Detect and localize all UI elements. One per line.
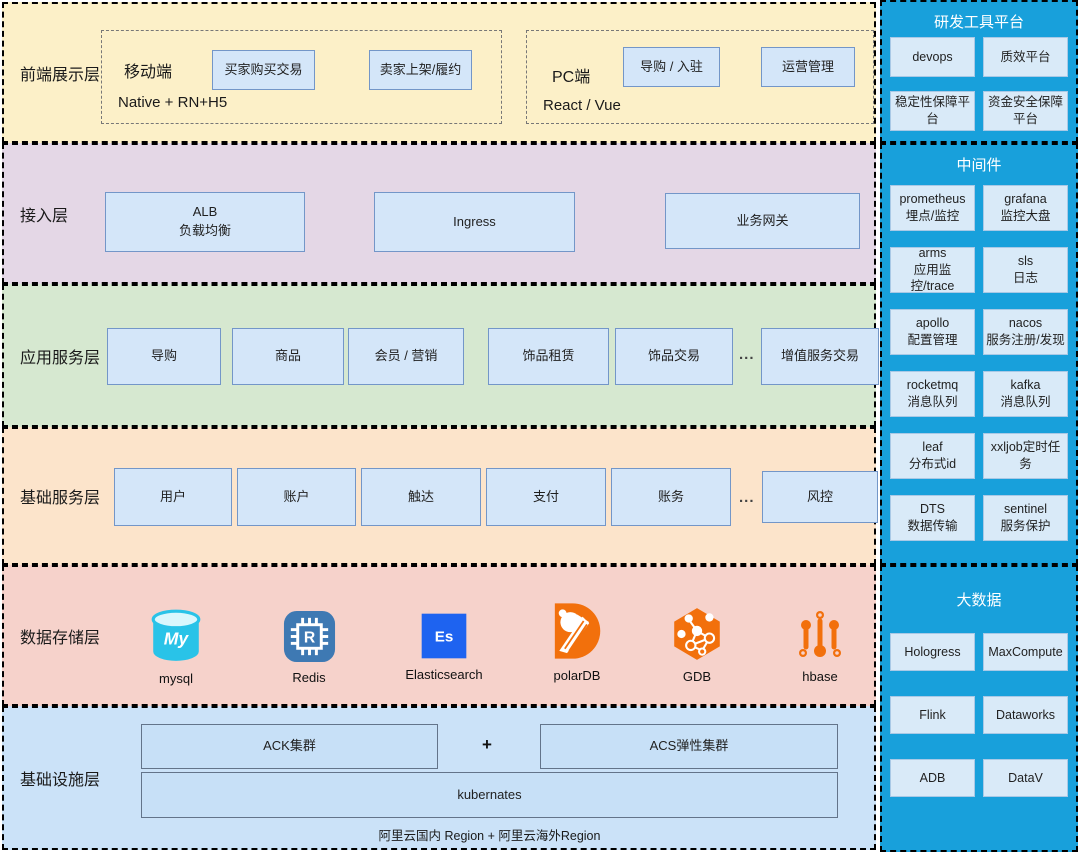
devtool-box-quality: 质效平台 xyxy=(983,37,1068,77)
mw-box-dts: DTS 数据传输 xyxy=(890,495,975,541)
pc-group-title: PC端 xyxy=(552,69,591,86)
node-member-marketing: 会员 / 营销 xyxy=(348,328,464,385)
panel-middleware: 中间件 prometheus 埋点/监控 grafana 监控大盘 arms 应… xyxy=(880,143,1078,565)
layer-frontend: 前端展示层 移动端 Native + RN+H5 买家购买交易 卖家上架/履约 … xyxy=(2,2,876,143)
node-vas-trade: 增值服务交易 xyxy=(761,328,879,385)
svg-text:R: R xyxy=(303,629,315,646)
storage-item-mysql: My mysql xyxy=(128,607,224,686)
bigdata-grid: Hologress MaxCompute Flink Dataworks ADB… xyxy=(882,633,1076,797)
bd-box-adb: ADB xyxy=(890,759,975,797)
plus-sign: + xyxy=(482,735,492,754)
node-buyer-trade: 买家购买交易 xyxy=(212,50,315,90)
layer-base-label: 基础服务层 xyxy=(20,490,101,507)
storage-item-hbase: hbase xyxy=(772,607,868,684)
node-risk: 风控 xyxy=(762,471,878,523)
node-ops-manage: 运营管理 xyxy=(761,47,855,87)
storage-item-elasticsearch: Es Elasticsearch xyxy=(396,611,492,682)
panel-dev-tools-title: 研发工具平台 xyxy=(933,14,1024,31)
layer-app: 应用服务层 导购 商品 会员 / 营销 饰品租赁 饰品交易 ... 增值服务交易 xyxy=(2,284,879,427)
node-user: 用户 xyxy=(114,468,232,526)
layer-infra: 基础设施层 ACK集群 + ACS弹性集群 kubernates 阿里云国内 R… xyxy=(2,706,876,850)
svg-text:My: My xyxy=(164,628,190,648)
mw-box-prometheus: prometheus 埋点/监控 xyxy=(890,185,975,231)
layer-base: 基础服务层 用户 账户 触达 支付 账务 ... 风控 xyxy=(2,427,878,565)
layer-access: 接入层 ALB 负载均衡 Ingress 业务网关 xyxy=(2,143,876,284)
bd-box-datav: DataV xyxy=(983,759,1068,797)
middleware-grid: prometheus 埋点/监控 grafana 监控大盘 arms 应用监控/… xyxy=(882,185,1076,541)
layer-infra-label: 基础设施层 xyxy=(20,772,101,789)
node-billing: 账务 xyxy=(611,468,731,526)
panel-middleware-title: 中间件 xyxy=(956,157,1002,174)
mw-box-grafana: grafana 监控大盘 xyxy=(983,185,1068,231)
node-ingress: Ingress xyxy=(374,192,575,252)
node-kubernetes: kubernates xyxy=(141,772,838,818)
base-ellipsis: ... xyxy=(739,489,755,506)
panel-bigdata-title: 大数据 xyxy=(956,592,1002,609)
panel-bigdata: 大数据 Hologress MaxCompute Flink Dataworks… xyxy=(880,565,1078,852)
mw-box-sentinel: sentinel 服务保护 xyxy=(983,495,1068,541)
bd-box-dataworks: Dataworks xyxy=(983,696,1068,734)
app-ellipsis: ... xyxy=(739,346,755,363)
storage-item-gdb: GDB xyxy=(649,605,745,684)
devtool-box-fund-safety: 资金安全保障平台 xyxy=(983,91,1068,131)
mobile-group-title: 移动端 xyxy=(124,64,173,81)
bd-box-flink: Flink xyxy=(890,696,975,734)
node-biz-gateway: 业务网关 xyxy=(665,193,860,249)
node-skin-trade: 饰品交易 xyxy=(615,328,733,385)
mw-box-sls: sls 日志 xyxy=(983,247,1068,293)
storage-item-polardb: polarDB xyxy=(529,600,625,683)
devtool-box-stability: 稳定性保障平台 xyxy=(890,91,975,131)
node-goods: 商品 xyxy=(232,328,344,385)
mw-box-leaf: leaf 分布式id xyxy=(890,433,975,479)
svg-text:Es: Es xyxy=(435,628,454,645)
storage-item-redis: R Redis xyxy=(261,609,357,685)
node-acs-cluster: ACS弹性集群 xyxy=(540,724,838,769)
node-ack-cluster: ACK集群 xyxy=(141,724,438,769)
redis-chip-icon: R xyxy=(283,610,335,663)
node-guide-onboard: 导购 / 入驻 xyxy=(623,47,720,87)
gdb-graph-icon xyxy=(674,608,720,660)
mw-box-xxljob: xxljob定时任务 xyxy=(983,433,1068,479)
node-payment: 支付 xyxy=(486,468,606,526)
layer-frontend-label: 前端展示层 xyxy=(20,66,101,84)
pc-group-subtitle: React / Vue xyxy=(543,97,621,114)
devtool-box-devops: devops xyxy=(890,37,975,77)
mw-box-arms: arms 应用监控/trace xyxy=(890,246,975,293)
mobile-group: 移动端 Native + RN+H5 买家购买交易 卖家上架/履约 xyxy=(101,30,502,124)
elasticsearch-icon: Es xyxy=(421,613,467,659)
layer-app-label: 应用服务层 xyxy=(20,349,101,367)
mw-box-kafka: kafka 消息队列 xyxy=(983,371,1068,417)
node-alb: ALB 负载均衡 xyxy=(105,192,305,252)
node-daogou: 导购 xyxy=(107,328,221,385)
region-caption: 阿里云国内 Region + 阿里云海外Region xyxy=(378,829,601,843)
pc-group: PC端 React / Vue 导购 / 入驻 运营管理 xyxy=(526,30,874,124)
node-skin-rental: 饰品租赁 xyxy=(488,328,609,385)
bd-box-maxcompute: MaxCompute xyxy=(983,633,1068,671)
node-reach: 触达 xyxy=(361,468,481,526)
layer-storage: 数据存储层 My mysql R R xyxy=(2,565,876,706)
mw-box-rocketmq: rocketmq 消息队列 xyxy=(890,371,975,417)
dev-tools-grid: devops 质效平台 稳定性保障平台 资金安全保障平台 xyxy=(882,37,1076,131)
layer-storage-label: 数据存储层 xyxy=(20,629,101,647)
node-seller-listing: 卖家上架/履约 xyxy=(369,50,472,90)
node-account: 账户 xyxy=(237,468,356,526)
hbase-branch-icon xyxy=(799,611,841,657)
bd-box-hologress: Hologress xyxy=(890,633,975,671)
mobile-group-subtitle: Native + RN+H5 xyxy=(118,94,228,111)
layer-access-label: 接入层 xyxy=(20,207,69,225)
panel-dev-tools: 研发工具平台 devops 质效平台 稳定性保障平台 资金安全保障平台 xyxy=(880,0,1078,143)
mw-box-nacos: nacos 服务注册/发现 xyxy=(983,309,1068,355)
polardb-bear-icon xyxy=(554,603,601,659)
mw-box-apollo: apollo 配置管理 xyxy=(890,309,975,355)
mysql-cylinder-icon: My xyxy=(151,609,201,661)
